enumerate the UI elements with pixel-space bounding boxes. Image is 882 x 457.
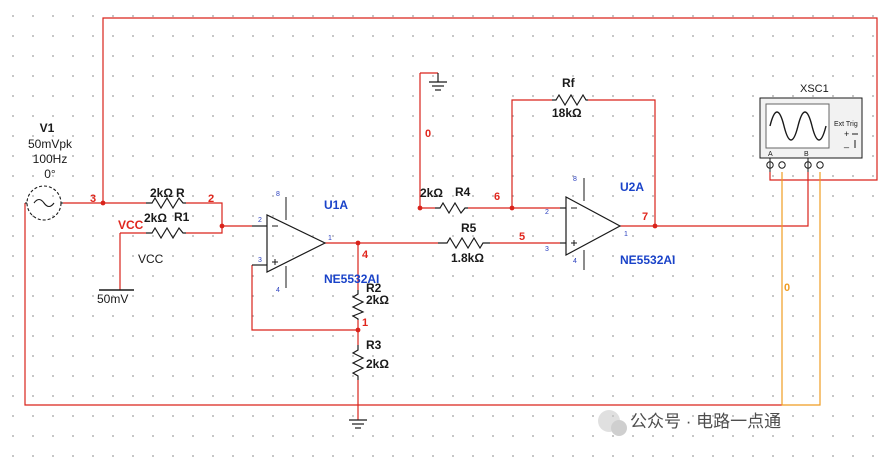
scope-channel-b: B	[804, 151, 809, 158]
wire-u1-plus-fb	[251, 265, 358, 331]
net-1: 1	[362, 317, 368, 329]
net-3: 3	[90, 193, 96, 205]
wechat-logo	[598, 410, 627, 436]
net-4: 4	[362, 249, 369, 261]
u2-pin-2: 2	[545, 209, 549, 216]
wire-rf-left	[511, 99, 552, 208]
resistor-r1[interactable]	[146, 226, 186, 240]
r1-value: 2kΩ	[144, 211, 167, 225]
u1-name: U1A	[324, 198, 348, 212]
wire-top-loop	[102, 17, 878, 203]
u2-pin-4: 4	[573, 258, 577, 265]
u1-pin-1: 1	[328, 235, 332, 242]
u2-pin-3: 3	[545, 246, 549, 253]
resistor-r4[interactable]	[435, 201, 468, 215]
r5-name: R5	[461, 221, 477, 235]
r5-value: 1.8kΩ	[451, 251, 484, 265]
net-6: 6	[494, 191, 500, 203]
wire-rf-right	[588, 99, 656, 226]
ac-source-v1[interactable]	[25, 185, 63, 221]
v1-name: V1	[40, 121, 55, 135]
u1-pin-2: 2	[258, 217, 262, 224]
v1-frequency: 100Hz	[33, 152, 68, 166]
resistor-r[interactable]	[146, 196, 186, 210]
watermark-text: 公众号 · 电路一点通	[630, 412, 781, 431]
net-2: 2	[208, 193, 214, 205]
scope-minus: _	[843, 138, 850, 148]
u1-pin-8: 8	[276, 191, 280, 198]
vcc-label: VCC	[118, 218, 144, 232]
junction-dots	[100, 200, 658, 333]
u2-pin-8: 8	[573, 176, 577, 183]
resistor-r2[interactable]	[351, 290, 365, 320]
scope-name: XSC1	[800, 83, 829, 95]
rf-value: 18kΩ	[552, 106, 582, 120]
sine-wave-icon	[769, 111, 827, 141]
u2-name: U2A	[620, 180, 644, 194]
r3-value: 2kΩ	[366, 357, 389, 371]
r4-name: R4	[455, 185, 471, 199]
r4-value: 2kΩ	[420, 186, 443, 200]
resistor-rf[interactable]	[552, 93, 588, 107]
net-0-right: 0	[784, 282, 790, 294]
resistor-r5[interactable]	[438, 236, 490, 250]
rf-name: Rf	[562, 76, 576, 90]
wire-u2-out	[620, 172, 809, 227]
net-5: 5	[519, 231, 525, 243]
r-name: R	[176, 186, 185, 200]
u1-model: NE5532AI	[324, 272, 379, 286]
opamp-u2[interactable]	[560, 178, 622, 270]
u1-pin-4: 4	[276, 287, 280, 294]
wire-bottom-return	[24, 203, 782, 406]
scope-ext-trig: Ext Trig	[834, 121, 858, 128]
resistor-r3[interactable]	[351, 345, 365, 380]
vcc-supply-label: VCC	[138, 252, 164, 266]
ground-symbol-top	[429, 73, 447, 91]
oscilloscope-xsc1[interactable]	[759, 97, 863, 159]
wire-node2	[186, 202, 252, 227]
r3-name: R3	[366, 338, 382, 352]
r2-value: 2kΩ	[366, 293, 389, 307]
vcc-supply-value: 50mV	[97, 292, 128, 306]
u2-pin-1: 1	[624, 231, 628, 238]
r1-name: R1	[174, 210, 190, 224]
scope-terminals[interactable]	[766, 158, 824, 172]
r-value: 2kΩ	[150, 186, 173, 200]
net-7: 7	[642, 211, 648, 223]
ground-symbol-bottom	[349, 419, 367, 429]
u1-pin-3: 3	[258, 257, 262, 264]
wire-r1-to-node2	[186, 226, 223, 234]
scope-plus: +	[844, 129, 849, 139]
net-0-left: 0	[425, 128, 431, 140]
r2-name: R2	[366, 281, 382, 295]
v1-amplitude: 50mVpk	[28, 137, 73, 151]
u2-model: NE5532AI	[620, 253, 675, 267]
scope-channel-a: A	[768, 151, 773, 158]
opamp-u1[interactable]	[252, 197, 327, 288]
v1-phase: 0°	[44, 167, 56, 181]
wire-scope-ground	[781, 172, 821, 406]
